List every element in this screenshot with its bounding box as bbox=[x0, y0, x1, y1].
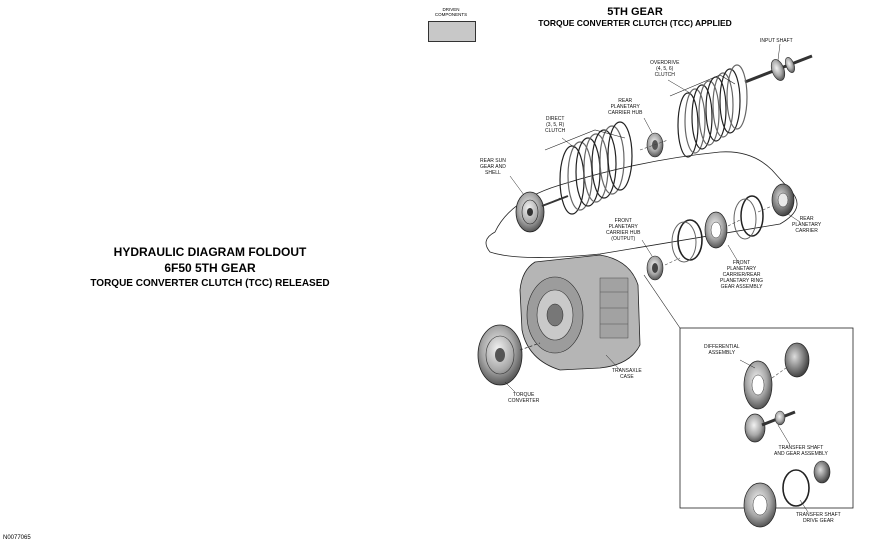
overdrive-clutch-label: OVERDRIVE (4, 5, 6) CLUTCH bbox=[650, 60, 679, 78]
direct-clutch-pack bbox=[559, 121, 633, 215]
gear-subtitle: 6F50 5TH GEAR bbox=[164, 261, 256, 275]
direct-label-line-1: DIRECT bbox=[545, 116, 565, 122]
overdrive-bracket bbox=[669, 74, 736, 97]
overdrive-label-line-3: CLUTCH bbox=[654, 72, 675, 78]
overdrive-label-line-1: OVERDRIVE bbox=[650, 60, 680, 66]
rear-carrier-line-1: REAR bbox=[799, 216, 814, 222]
transfer-shaft-gear-part bbox=[744, 410, 796, 443]
differential-assembly-part bbox=[743, 342, 810, 410]
overdrive-clutch-pack bbox=[677, 64, 748, 158]
converter-line-1: TORQUE bbox=[513, 392, 535, 398]
transfer-line-1: TRANSFER SHAFT bbox=[778, 445, 824, 451]
rear-sun-line-2: GEAR AND bbox=[480, 164, 506, 170]
front-hub-line-3: CARRIER HUB bbox=[606, 230, 641, 236]
callout-leader bbox=[643, 274, 681, 329]
assembly-lines bbox=[544, 139, 773, 266]
right-title-block: 5TH GEAR TORQUE CONVERTER CLUTCH (TCC) A… bbox=[510, 6, 760, 29]
drive-gear-line-1: TRANSFER SHAFT bbox=[796, 512, 841, 518]
transaxle-line-2: CASE bbox=[620, 374, 634, 380]
front-asm-line-2: PLANETARY bbox=[726, 266, 757, 272]
rear-carrier-hub-part bbox=[646, 132, 664, 158]
transfer-drive-gear-label: TRANSFER SHAFT DRIVE GEAR bbox=[796, 512, 841, 524]
fifth-gear-title: 5TH GEAR bbox=[607, 6, 663, 18]
torque-converter-label: TORQUE CONVERTER bbox=[508, 392, 539, 404]
direct-label-line-3: CLUTCH bbox=[545, 128, 566, 134]
input-shaft-part bbox=[744, 54, 813, 84]
rear-carrier-hub-line-1: REAR bbox=[618, 98, 633, 104]
tcc-applied-subtitle: TORQUE CONVERTER CLUTCH (TCC) APPLIED bbox=[538, 18, 732, 28]
transaxle-line-1: TRANSAXLE bbox=[612, 368, 642, 374]
label-leaders bbox=[504, 43, 809, 513]
rear-sun-line-1: REAR SUN bbox=[480, 158, 506, 164]
legend-swatch bbox=[428, 21, 476, 42]
differential-label: DIFFERENTIAL ASSEMBLY bbox=[704, 344, 740, 356]
front-planetary-assembly-label: FRONT PLANETARY CARRIER/REAR PLANETARY R… bbox=[720, 260, 763, 290]
foldout-title: HYDRAULIC DIAGRAM FOLDOUT bbox=[113, 245, 307, 259]
torque-converter-part bbox=[477, 324, 541, 386]
rear-planetary-carrier-part bbox=[771, 183, 795, 217]
rear-carrier-line-3: CARRIER bbox=[795, 228, 818, 234]
legend-line-2: COMPONENTS bbox=[434, 12, 468, 17]
overdrive-label-line-2: (4, 5, 6) bbox=[656, 66, 674, 72]
front-hub-line-2: PLANETARY bbox=[608, 224, 638, 230]
front-hub-line-4: (OUTPUT) bbox=[611, 236, 636, 242]
direct-bracket bbox=[544, 129, 626, 151]
direct-clutch-label: DIRECT (3, 5, R) CLUTCH bbox=[545, 116, 565, 134]
front-asm-line-1: FRONT bbox=[732, 260, 751, 266]
rear-planetary-carrier-label: REAR PLANETARY CARRIER bbox=[792, 216, 821, 234]
transfer-drive-gear-part bbox=[743, 460, 831, 528]
rear-carrier-hub-label: REAR PLANETARY CARRIER HUB bbox=[608, 98, 642, 116]
rear-sun-gear-part bbox=[515, 191, 569, 233]
rear-carrier-line-2: PLANETARY bbox=[792, 222, 822, 228]
legend-label: DRIVEN COMPONENTS bbox=[420, 7, 482, 17]
diff-line-2: ASSEMBLY bbox=[708, 350, 736, 356]
tcc-released-subtitle: TORQUE CONVERTER CLUTCH (TCC) RELEASED bbox=[90, 278, 330, 289]
front-asm-line-5: GEAR ASSEMBLY bbox=[720, 284, 763, 290]
front-hub-line-1: FRONT bbox=[614, 218, 632, 224]
rear-sun-line-3: SHELL bbox=[485, 170, 501, 176]
converter-line-2: CONVERTER bbox=[508, 398, 540, 404]
legend-line-1: DRIVEN bbox=[442, 7, 460, 12]
transaxle-case-part bbox=[519, 254, 641, 371]
rear-carrier-hub-line-3: CARRIER HUB bbox=[608, 110, 643, 116]
transaxle-case-label: TRANSAXLE CASE bbox=[612, 368, 642, 380]
front-planetary-assembly-part bbox=[671, 195, 764, 263]
drive-gear-line-2: DRIVE GEAR bbox=[802, 518, 834, 524]
rear-sun-gear-label: REAR SUN GEAR AND SHELL bbox=[480, 158, 506, 176]
left-title-block: HYDRAULIC DIAGRAM FOLDOUT 6F50 5TH GEAR … bbox=[40, 244, 380, 292]
rear-carrier-hub-line-2: PLANETARY bbox=[610, 104, 640, 110]
front-carrier-hub-part bbox=[646, 255, 664, 281]
figure-id: N0077065 bbox=[3, 535, 31, 541]
direct-label-line-2: (3, 5, R) bbox=[546, 122, 565, 128]
front-asm-line-4: PLANETARY RING bbox=[720, 278, 764, 284]
input-shaft-label: INPUT SHAFT bbox=[760, 38, 793, 44]
transfer-shaft-gear-label: TRANSFER SHAFT AND GEAR ASSEMBLY bbox=[774, 445, 828, 457]
front-carrier-hub-label: FRONT PLANETARY CARRIER HUB (OUTPUT) bbox=[606, 218, 640, 242]
front-asm-line-3: CARRIER/REAR bbox=[722, 272, 761, 278]
diff-line-1: DIFFERENTIAL bbox=[704, 344, 740, 350]
transfer-line-2: AND GEAR ASSEMBLY bbox=[774, 451, 828, 457]
